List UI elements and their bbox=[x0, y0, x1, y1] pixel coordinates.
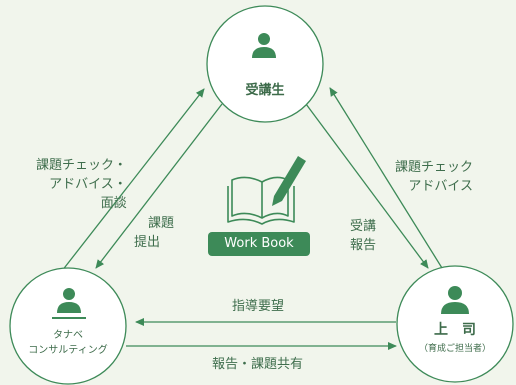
node-boss-circle bbox=[396, 265, 514, 383]
edge-label-bottom-bottom: 報告・課題共有 bbox=[212, 357, 304, 372]
edge-label-line: 提出 bbox=[134, 235, 161, 250]
edge-label-line: アドバイス bbox=[408, 179, 474, 194]
boss-sublabel: （育成ご担当者） bbox=[418, 344, 491, 354]
student-label: 受講生 bbox=[245, 83, 285, 98]
arrow-student-to-boss bbox=[305, 103, 429, 269]
boss-label: 上 司 bbox=[434, 322, 476, 338]
edge-label-right-outer: 課題チェック アドバイス bbox=[395, 158, 473, 196]
edge-label-bottom-top: 指導要望 bbox=[232, 299, 285, 314]
edge-label-line: 報告 bbox=[350, 238, 377, 253]
edge-label-line: 課題 bbox=[148, 216, 175, 231]
edge-label-line: 面談 bbox=[100, 196, 127, 211]
edge-label-left-inner: 課題 提出 bbox=[134, 214, 174, 252]
arrow-consulting-to-student bbox=[57, 88, 205, 277]
edge-label-left-outer: 課題チェック・ アドバイス・ 面談 bbox=[36, 156, 127, 213]
arrow-boss-to-student bbox=[329, 87, 443, 269]
book-pen-icon bbox=[227, 156, 306, 225]
person-icon bbox=[252, 33, 276, 58]
consulting-label-line1: タナベ bbox=[53, 330, 83, 341]
edge-label-line: 課題チェック・ bbox=[36, 158, 127, 173]
node-consulting-circle bbox=[9, 267, 127, 385]
person-icon bbox=[441, 286, 469, 314]
node-student-circle bbox=[206, 5, 324, 123]
edge-label-line: アドバイス・ bbox=[49, 177, 127, 192]
person-icon bbox=[52, 288, 86, 319]
consulting-label-line2: コンサルティング bbox=[28, 345, 108, 356]
edge-label-line: 課題チェック bbox=[395, 160, 474, 175]
arrow-student-to-consulting bbox=[95, 103, 223, 269]
workbook-badge: Work Book bbox=[208, 232, 310, 256]
edge-label-line: 受講 bbox=[350, 219, 377, 234]
edge-label-right-inner: 受講 報告 bbox=[350, 217, 376, 255]
